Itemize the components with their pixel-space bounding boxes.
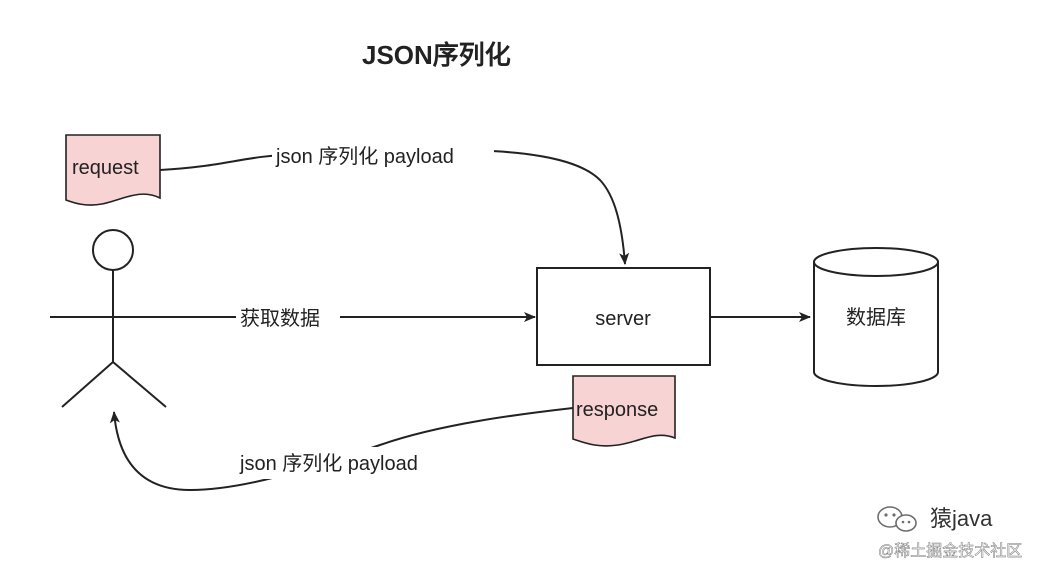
watermark-community: @稀土掘金技术社区 [878, 542, 1022, 560]
server-node: server [536, 267, 711, 366]
diagram-title: JSON序列化 [362, 40, 511, 70]
edge-actor-to-server-label-bg [236, 302, 340, 332]
database-label: 数据库 [846, 306, 906, 329]
database-body [813, 262, 939, 387]
watermark-brand: 猿java [930, 506, 993, 531]
edge-request-to-server-label-bg [272, 140, 494, 172]
response-document-shape [572, 375, 676, 447]
edge-response-to-actor-label-bg [236, 447, 458, 479]
request-label: request [72, 157, 139, 179]
server-label: server [595, 308, 651, 330]
edge-actor-to-server-label: 获取数据 [240, 307, 320, 330]
database-top [813, 247, 939, 277]
wechat-icon [877, 506, 917, 532]
edge-response-to-actor-label: json 序列化 payload [239, 452, 418, 475]
edge-request-to-server-label: json 序列化 payload [275, 145, 454, 168]
actor-user [50, 229, 178, 408]
actor-right-leg [112, 361, 167, 408]
actor-head [92, 229, 134, 271]
response-document: response [572, 375, 676, 447]
response-label: response [576, 399, 658, 421]
watermark: 猿java @稀土掘金技术社区 [877, 506, 1023, 560]
actor-left-leg [61, 361, 114, 408]
request-document: request [65, 134, 161, 206]
server-box [536, 267, 711, 366]
database-node: 数据库 [813, 247, 939, 387]
request-document-shape [65, 134, 161, 206]
